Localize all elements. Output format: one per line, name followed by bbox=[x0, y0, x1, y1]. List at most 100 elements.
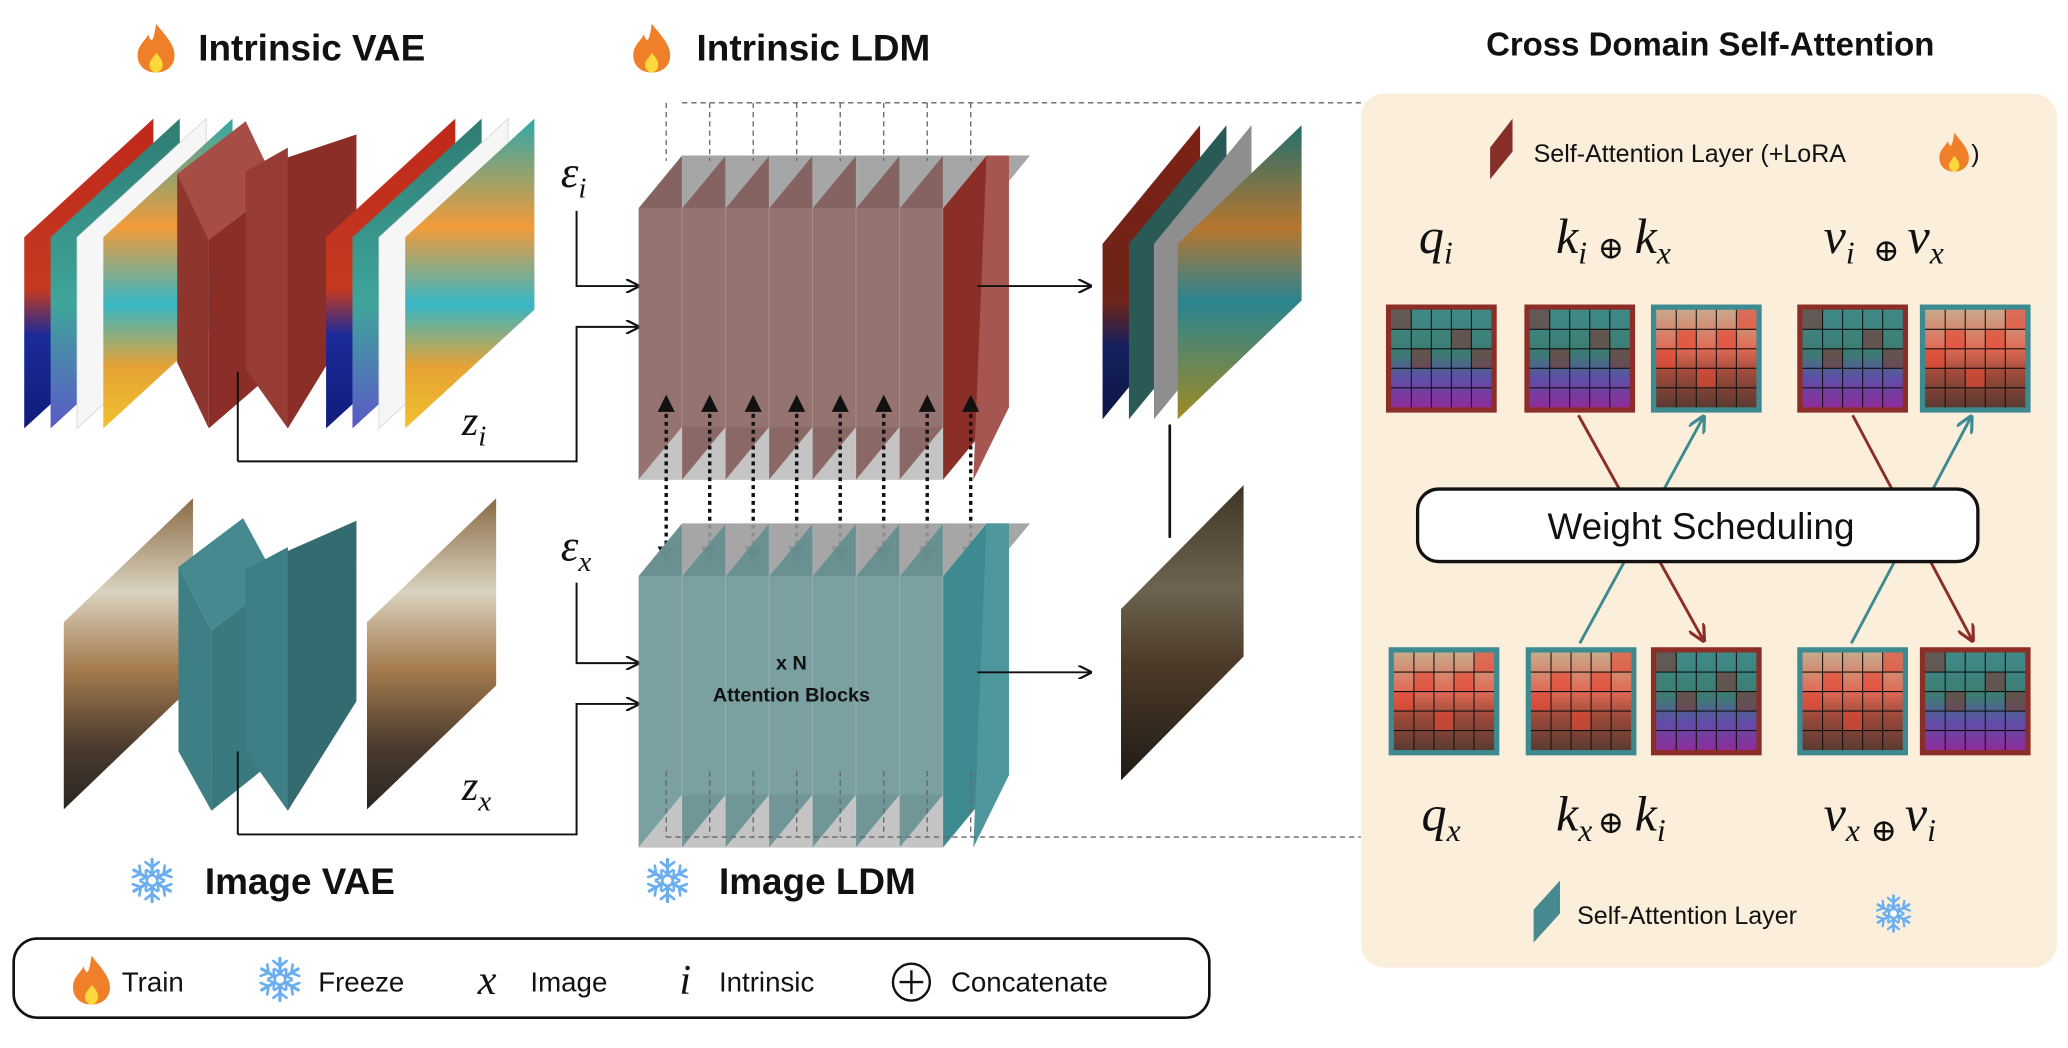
attention-cell bbox=[1882, 652, 1903, 673]
attention-cell bbox=[1736, 691, 1757, 712]
attention-cell bbox=[1882, 348, 1903, 369]
attention-cell bbox=[1656, 652, 1677, 673]
header-image-vae-text: Image VAE bbox=[205, 861, 395, 902]
attention-cell bbox=[1862, 672, 1883, 692]
fire-icon bbox=[1939, 132, 1969, 172]
attention-cell bbox=[1571, 711, 1592, 731]
legend-lora-text: Self-Attention Layer (+LoRA bbox=[1534, 140, 1847, 168]
legend-i-symbol: i bbox=[679, 957, 691, 1004]
key-concat-bottom: kx⊕ki bbox=[1556, 785, 1666, 848]
attention-cell bbox=[1530, 691, 1552, 712]
thumb-q-intrinsic bbox=[1385, 304, 1497, 413]
attention-cell bbox=[1696, 368, 1717, 388]
attention-cell bbox=[1925, 652, 1946, 673]
legend-freeze: Freeze bbox=[318, 966, 404, 997]
header-cross-domain: Cross Domain Self-Attention bbox=[1486, 25, 1934, 62]
attention-block-slice bbox=[812, 154, 857, 481]
image-input bbox=[63, 498, 193, 810]
attention-cell bbox=[1656, 348, 1677, 369]
noise-i-connector bbox=[575, 210, 639, 286]
thumb-v-intrinsic bbox=[1797, 304, 1908, 413]
attention-block-slice bbox=[725, 154, 770, 481]
latent-i-connector bbox=[237, 327, 639, 463]
circled-plus-icon bbox=[891, 962, 932, 1002]
legend-intrinsic: Intrinsic bbox=[719, 966, 815, 997]
attention-blocks-label: Attention Blocks bbox=[713, 684, 870, 706]
header-image-ldm: Image LDM bbox=[646, 857, 916, 904]
header-image-ldm-text: Image LDM bbox=[719, 861, 916, 902]
attention-block-slice bbox=[855, 154, 900, 481]
latent-x-connector bbox=[237, 704, 639, 836]
intrinsic-output-stack bbox=[1102, 125, 1302, 420]
thumb-q-image bbox=[1388, 647, 1500, 756]
attention-cell bbox=[1413, 672, 1434, 692]
attention-cell bbox=[1451, 329, 1472, 349]
attention-cell bbox=[1716, 329, 1737, 349]
key-concat-top: ki⊕kx bbox=[1556, 208, 1671, 271]
cube-side-face bbox=[973, 155, 1009, 480]
attention-cell bbox=[1736, 309, 1757, 330]
attention-cell bbox=[1393, 691, 1414, 712]
value-concat-bottom: vx⊕vi bbox=[1824, 785, 1936, 848]
header-intrinsic-vae: Intrinsic VAE bbox=[137, 23, 425, 73]
image-dashed-links bbox=[665, 771, 1361, 838]
attention-cell bbox=[1609, 348, 1630, 369]
intrinsic-latent-stack bbox=[326, 117, 535, 430]
attention-cell bbox=[1433, 711, 1454, 731]
attention-cell bbox=[1925, 348, 1946, 369]
legend-box: Train Freeze x Image i Intrinsic Concate… bbox=[12, 937, 1211, 1019]
attention-block-slice bbox=[899, 154, 944, 481]
attention-cell bbox=[1411, 348, 1432, 369]
thumb-k-image bbox=[1650, 304, 1762, 413]
block-count-label: x N bbox=[776, 653, 807, 675]
fire-icon bbox=[633, 23, 671, 73]
attention-cell bbox=[1985, 672, 2006, 692]
attention-cell bbox=[1589, 329, 1610, 349]
attention-cell bbox=[1822, 348, 1843, 369]
cube-side-face bbox=[973, 523, 1009, 848]
attention-cell bbox=[1822, 672, 1843, 692]
thumb-k-image-bottom bbox=[1525, 647, 1637, 756]
attention-cell bbox=[1676, 329, 1697, 349]
thumb-v-intrinsic-bottom bbox=[1919, 647, 2031, 756]
attention-cell bbox=[2005, 309, 2026, 330]
attention-cell bbox=[1471, 348, 1492, 369]
value-concat-top: vi⊕vx bbox=[1824, 208, 1944, 271]
snowflake-icon bbox=[131, 857, 173, 904]
attention-cell bbox=[1591, 672, 1612, 692]
header-intrinsic-ldm-text: Intrinsic LDM bbox=[697, 28, 931, 69]
legend-frozen-text: Self-Attention Layer bbox=[1577, 902, 1797, 930]
lora-layer-swatch bbox=[1490, 118, 1513, 180]
snowflake-icon bbox=[259, 956, 301, 1003]
attention-cell bbox=[1842, 711, 1863, 731]
attention-block-slice bbox=[638, 522, 683, 849]
attention-cell bbox=[1965, 368, 1986, 388]
attention-block-slice bbox=[768, 154, 813, 481]
legend-train: Train bbox=[122, 966, 184, 997]
frozen-layer-swatch bbox=[1533, 880, 1560, 943]
attention-block-slice bbox=[681, 154, 726, 481]
attention-cell bbox=[1549, 348, 1570, 369]
latent-z-x: zx bbox=[461, 763, 491, 818]
snowflake-icon bbox=[646, 857, 689, 904]
thumb-k-intrinsic bbox=[1524, 304, 1636, 413]
latent-z-i: zi bbox=[461, 398, 486, 453]
attention-cell bbox=[2005, 691, 2026, 712]
attention-cell bbox=[1945, 691, 1966, 712]
attention-cell bbox=[1802, 691, 1823, 712]
attention-cell bbox=[1529, 309, 1550, 330]
weight-scheduling-label: Weight Scheduling bbox=[1547, 506, 1854, 547]
noise-epsilon-x: εx bbox=[561, 520, 592, 578]
noise-x-connector bbox=[575, 582, 639, 663]
thumb-k-intrinsic-bottom bbox=[1650, 647, 1762, 756]
noise-epsilon-i: εi bbox=[561, 147, 587, 205]
attention-thumbnails bbox=[1385, 304, 2031, 756]
attention-cell bbox=[1391, 309, 1412, 330]
attention-cell bbox=[1453, 672, 1475, 692]
thumb-v-image bbox=[1919, 304, 2031, 413]
image-vae-encoder-decoder bbox=[178, 518, 357, 835]
attention-cell bbox=[1551, 672, 1572, 692]
header-intrinsic-ldm: Intrinsic LDM bbox=[633, 23, 931, 73]
attention-block-slice bbox=[899, 522, 944, 849]
